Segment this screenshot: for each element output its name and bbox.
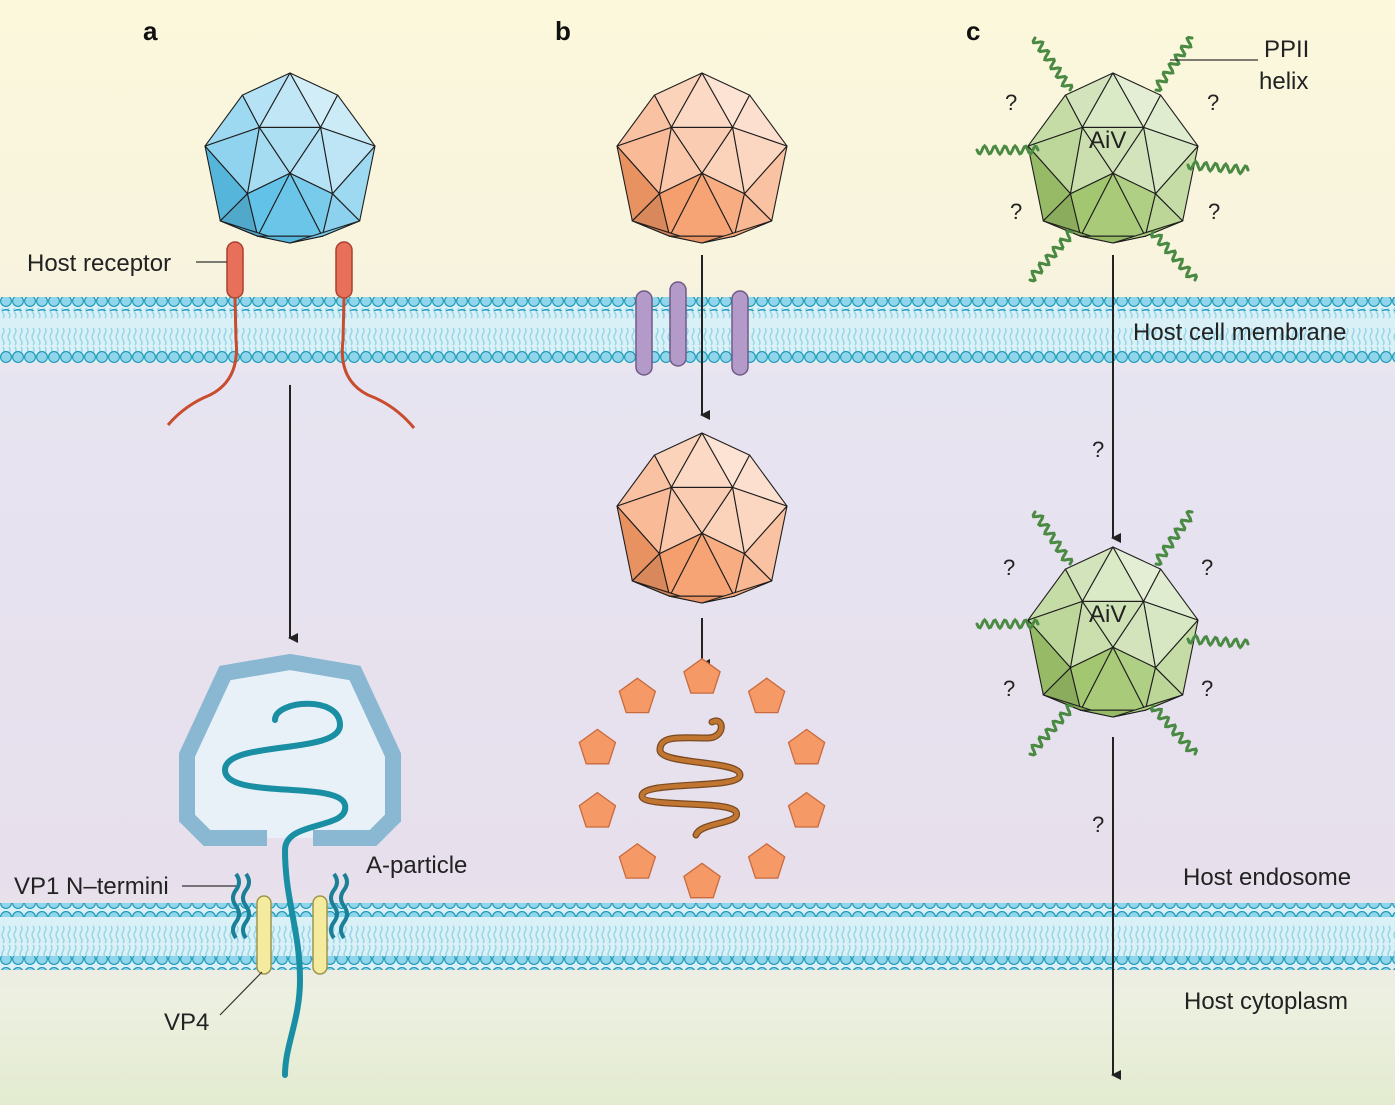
ppii-helix [1028,703,1074,757]
ppii-label-line1: PPII [1264,36,1309,63]
host-cytoplasm-label: Host cytoplasm [1184,988,1348,1015]
question-mark: ? [1010,199,1022,224]
ppii-helix [1031,510,1074,566]
capsid-facet [331,145,376,222]
ppii-helix [1186,633,1250,650]
pentamer [683,862,721,899]
endosome-membrane [0,903,1395,970]
vp4-proteins [219,895,328,1016]
purple-receptors [635,281,749,376]
capsid-facet [743,145,788,222]
ppii-helix [1031,36,1074,92]
host-cell-membrane-label: Host cell membrane [1133,319,1346,346]
aiv-capsid-endosome [1027,546,1199,718]
a-particle-label: A-particle [366,852,467,879]
host-endosome-label: Host endosome [1183,864,1351,891]
question-mark: ? [1201,676,1213,701]
capsid-facet [289,220,361,244]
host-receptors [166,241,416,429]
question-mark: ? [1092,437,1104,462]
pentamer [578,728,617,765]
pentamer [618,842,657,879]
aiv-label-top: AiV [1089,127,1126,154]
panel-label-a: a [143,16,158,46]
pentamer [618,677,657,714]
capsid-facet [1112,694,1184,718]
ppii-helix [1149,704,1199,756]
capsid-b-virus-endosome [616,432,788,604]
pentamer [578,791,617,828]
host-receptor-label: Host receptor [27,250,171,277]
host-cell-membrane [0,297,1395,364]
question-mark: ? [1208,199,1220,224]
panel-label-b: b [555,16,571,46]
vp1-n-termini-label: VP1 N–termini [14,873,169,900]
capsid-facet [1112,220,1184,244]
ppii-helix [1154,35,1194,93]
ppii-label-line2: helix [1259,68,1308,95]
aiv-label-endosome: AiV [1089,601,1126,628]
question-mark: ? [1003,555,1015,580]
question-mark: ? [1092,812,1104,837]
ppii-helix [1028,229,1074,283]
pentamer [683,657,721,694]
ppii-helix [1186,159,1250,176]
uncoated-pentamers [578,657,826,899]
question-mark: ? [1201,555,1213,580]
ppii-helix [1149,230,1199,282]
question-mark: ? [1003,676,1015,701]
ppii-helix [1154,509,1194,567]
capsid-facet [701,580,773,604]
aiv-capsid-top [1027,72,1199,244]
question-mark: ? [1005,90,1017,115]
ppii-helices [975,35,1250,757]
unknown-markers: ? ? ? ? ? ? ? ? ? ? [1003,90,1220,837]
question-mark: ? [1207,90,1219,115]
viral-rna-a [221,700,349,1078]
pentamer [787,728,826,765]
ppii-helix [975,143,1040,157]
ppii-helix [975,617,1040,631]
capsid-facet [743,505,788,582]
vp4-label: VP4 [164,1009,209,1036]
viral-rna-b [639,718,743,838]
capsid-facet [701,220,773,244]
capsid-a-virus [204,72,376,244]
vp1-n-termini [182,872,349,940]
pentamer [747,842,786,879]
pentamer [787,791,826,828]
a-particle [179,653,401,1078]
capsid-b-virus-top [616,72,788,244]
panel-label-c: c [966,16,980,46]
pentamer [747,677,786,714]
